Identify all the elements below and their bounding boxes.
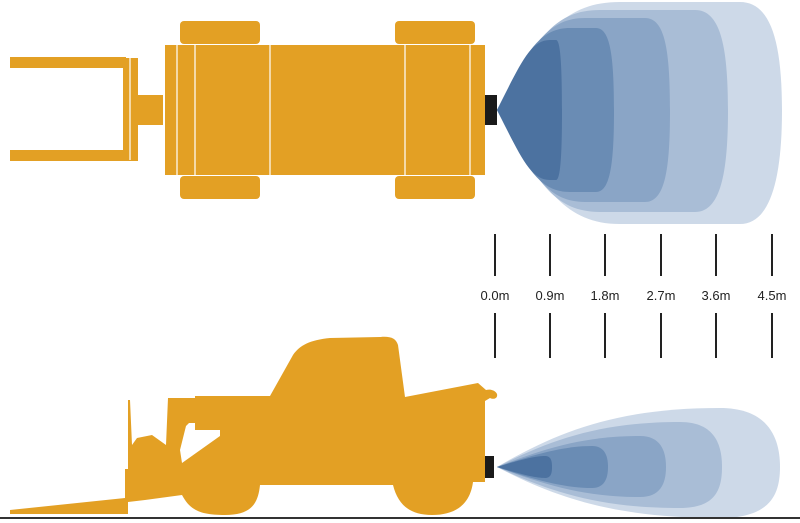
fork-right xyxy=(10,150,126,161)
boom-head xyxy=(138,95,163,125)
wheel xyxy=(395,21,475,44)
distance-label: 2.7m xyxy=(646,288,676,303)
side-camera xyxy=(485,456,494,478)
zone-0-9m xyxy=(497,40,562,180)
chassis xyxy=(165,45,485,175)
distance-label: 0.0m xyxy=(480,288,510,303)
wheel xyxy=(395,176,475,199)
wheel xyxy=(180,21,260,44)
fork-left xyxy=(10,57,126,68)
top-view-detection-zones xyxy=(497,2,782,224)
side-view-detection-zones xyxy=(497,408,780,518)
top-view-vehicle xyxy=(10,21,485,199)
boom-cutout xyxy=(180,423,220,463)
distance-label: 0.9m xyxy=(535,288,565,303)
distance-ticks xyxy=(494,234,773,358)
wheel xyxy=(180,176,260,199)
distance-label: 1.8m xyxy=(590,288,620,303)
distance-label: 4.5m xyxy=(757,288,787,303)
side-view-vehicle xyxy=(10,336,498,515)
top-camera xyxy=(485,95,497,125)
side-zone-0-9m xyxy=(497,456,552,478)
distance-label: 3.6m xyxy=(701,288,731,303)
side-zone-1-8m xyxy=(497,446,608,488)
